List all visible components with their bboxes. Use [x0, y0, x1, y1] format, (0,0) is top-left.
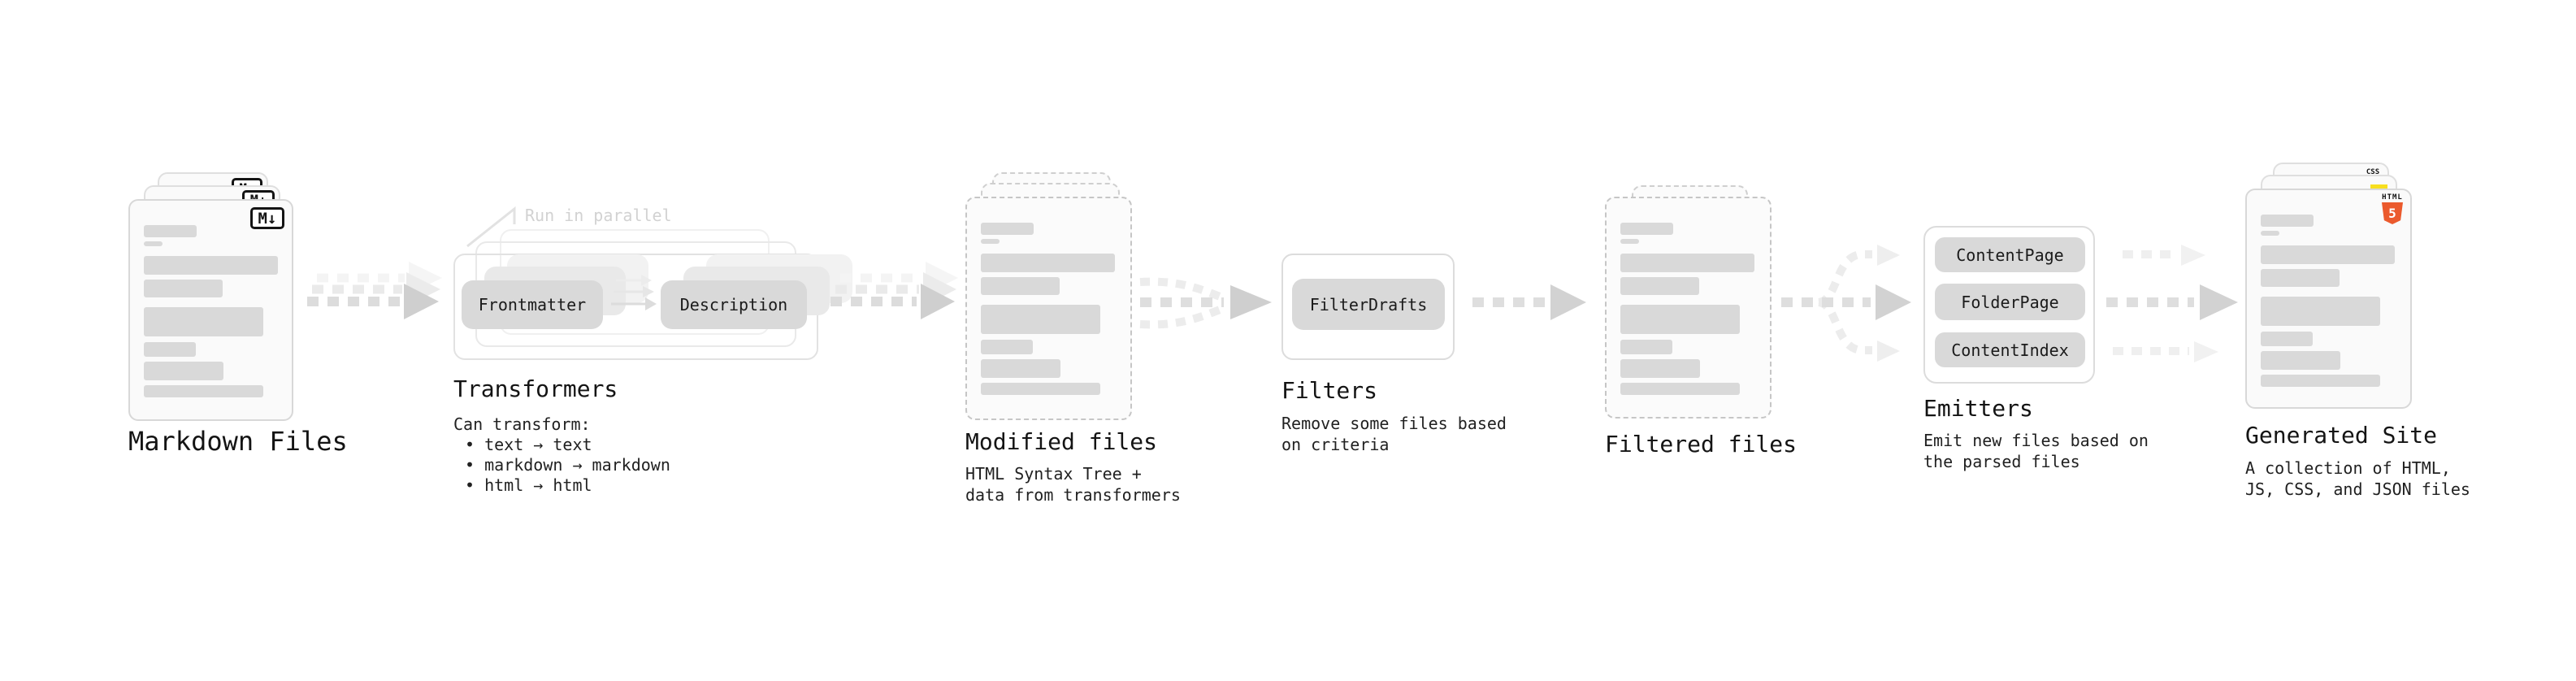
markdown-icon: M↓ — [250, 207, 284, 229]
description-step-label: Description — [679, 295, 788, 314]
skeleton-bar — [1620, 277, 1699, 295]
arrow-emitters-to-site — [2106, 245, 2238, 362]
filter-drafts-step: FilterDrafts — [1292, 279, 1445, 330]
arrow-filtered-to-emitters — [1781, 245, 1911, 362]
skeleton-bar — [2261, 215, 2314, 227]
css-icon-text: CSS — [2366, 168, 2380, 176]
skeleton-bar — [981, 305, 1100, 334]
filtered-files-label: Filtered files — [1605, 431, 1798, 458]
transformers-heading: Transformers — [453, 375, 618, 402]
content-page-emitter: ContentPage — [1935, 237, 2085, 272]
skeleton-bar — [144, 256, 278, 275]
run-in-parallel-label: Run in parallel — [525, 206, 672, 225]
transformers-bullet: • markdown → markdown — [465, 455, 670, 475]
transformers-desc-title: Can transform: — [453, 414, 591, 434]
modified-files-desc: HTML Syntax Tree + data from transformer… — [965, 464, 1181, 505]
generated-site-label: Generated Site — [2245, 422, 2438, 449]
markdown-icon-text: M↓ — [258, 209, 277, 228]
content-index-emitter: ContentIndex — [1935, 332, 2085, 367]
doc-skeleton — [967, 198, 1130, 419]
skeleton-bar — [1620, 223, 1673, 235]
transformers-bullet: • html → html — [465, 475, 592, 495]
skeleton-bar — [981, 277, 1060, 295]
skeleton-bar — [144, 241, 163, 246]
frontmatter-step-label: Frontmatter — [478, 295, 587, 314]
markdown-file-card: M↓ — [128, 199, 293, 421]
modified-files-label: Modified files — [965, 428, 1158, 455]
description-step: Description — [661, 280, 807, 329]
doc-skeleton — [130, 201, 292, 419]
skeleton-bar — [144, 307, 263, 336]
filtered-file-card — [1605, 197, 1772, 419]
generated-site-desc: A collection of HTML, JS, CSS, and JSON … — [2245, 458, 2470, 499]
arrow-modified-to-filters — [1139, 277, 1272, 329]
filter-drafts-label: FilterDrafts — [1309, 294, 1428, 314]
frontmatter-step: Frontmatter — [462, 280, 603, 329]
emitters-heading: Emitters — [1923, 395, 2033, 422]
skeleton-bar — [144, 362, 223, 380]
html5-icon-shield: 5 — [2382, 202, 2403, 224]
filters-desc: Remove some files based on criteria — [1281, 414, 1507, 454]
skeleton-bar — [981, 239, 1000, 244]
skeleton-bar — [981, 340, 1033, 354]
skeleton-bar — [981, 254, 1115, 272]
skeleton-bar — [2261, 332, 2313, 346]
skeleton-bar — [1620, 239, 1639, 244]
skeleton-bar — [144, 342, 196, 357]
skeleton-bar — [1620, 383, 1740, 395]
html5-icon-label: HTML — [2382, 193, 2403, 202]
skeleton-bar — [1620, 305, 1740, 334]
skeleton-bar — [1620, 254, 1754, 272]
arrow-filters-to-filtered — [1472, 284, 1586, 320]
transformers-bullet: • text → text — [465, 435, 592, 454]
modified-file-card — [965, 197, 1132, 420]
skeleton-bar — [144, 385, 263, 397]
skeleton-bar — [2261, 297, 2380, 326]
skeleton-bar — [144, 225, 197, 237]
skeleton-bar — [2261, 351, 2340, 370]
doc-skeleton — [2247, 190, 2410, 407]
skeleton-bar — [144, 280, 223, 297]
skeleton-bar — [2261, 245, 2395, 264]
skeleton-bar — [981, 223, 1034, 235]
folder-page-label: FolderPage — [1961, 292, 2059, 312]
skeleton-bar — [2261, 231, 2279, 236]
skeleton-bar — [1620, 359, 1700, 378]
skeleton-bar — [2261, 269, 2340, 287]
markdown-files-label: Markdown Files — [128, 426, 348, 457]
html5-icon: HTML 5 — [2382, 193, 2403, 224]
skeleton-bar — [981, 359, 1060, 378]
skeleton-bar — [981, 383, 1100, 395]
content-index-label: ContentIndex — [1951, 340, 2069, 360]
filters-heading: Filters — [1281, 377, 1378, 404]
html5-icon-number: 5 — [2388, 206, 2396, 221]
skeleton-bar — [1620, 340, 1672, 354]
emitters-desc: Emit new files based on the parsed files — [1923, 431, 2149, 471]
content-page-label: ContentPage — [1956, 245, 2064, 265]
doc-skeleton — [1607, 198, 1770, 417]
skeleton-bar — [2261, 375, 2380, 387]
site-file-card: HTML 5 — [2245, 189, 2412, 409]
folder-page-emitter: FolderPage — [1935, 284, 2085, 320]
arrow-markdown-to-transformers — [307, 262, 442, 319]
